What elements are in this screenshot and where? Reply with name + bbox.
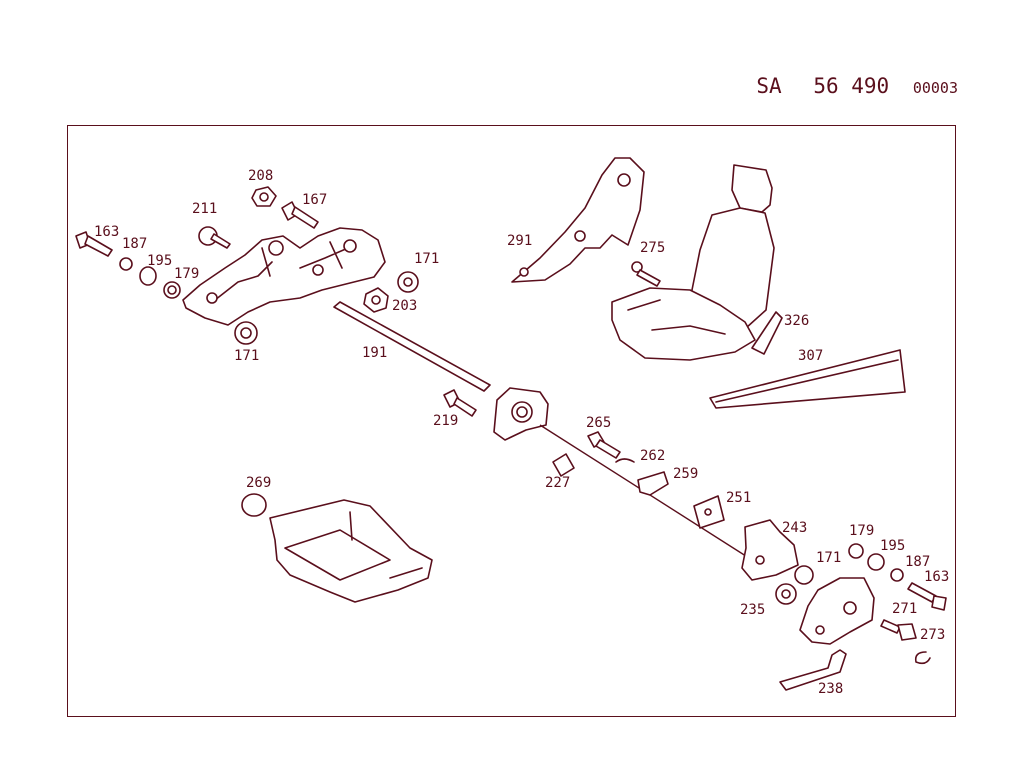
label-208: 208 <box>248 168 273 184</box>
label-203: 203 <box>392 298 417 314</box>
ring-179-left-hole <box>167 285 177 295</box>
diagram-frame <box>67 125 956 717</box>
label-163-left: 163 <box>94 224 119 240</box>
sheet-number: 00003 <box>912 79 958 97</box>
label-187-right: 187 <box>905 554 930 570</box>
bumper-269 <box>241 493 267 517</box>
bolt-271 <box>880 619 917 641</box>
clip-262 <box>615 458 635 463</box>
label-227: 227 <box>545 475 570 491</box>
bolt-163-left <box>75 231 113 257</box>
label-171-lower: 171 <box>234 348 259 364</box>
bracket-259 <box>637 471 669 496</box>
label-262: 262 <box>640 448 665 464</box>
nut-208 <box>251 186 277 207</box>
label-191: 191 <box>362 345 387 361</box>
ring-179-right <box>848 543 864 559</box>
label-243: 243 <box>782 520 807 536</box>
label-291: 291 <box>507 233 532 249</box>
washer-187-right <box>890 568 904 582</box>
plate-251 <box>693 495 725 529</box>
label-271: 271 <box>892 601 917 617</box>
left-adjuster-housing <box>182 227 386 326</box>
label-195-left: 195 <box>147 253 172 269</box>
label-307: 307 <box>798 348 823 364</box>
bolt-265 <box>587 431 621 459</box>
reference-prefix: SA <box>756 74 782 98</box>
seat <box>611 164 775 361</box>
label-167: 167 <box>302 192 327 208</box>
label-251: 251 <box>726 490 751 506</box>
label-187-left: 187 <box>122 236 147 252</box>
stud-167 <box>281 201 319 229</box>
nut-203 <box>363 287 389 313</box>
label-171-upper: 171 <box>414 251 439 267</box>
torsion-shaft-191 <box>333 301 491 392</box>
clip-273 <box>914 651 931 665</box>
seat-side-cover-291 <box>511 157 645 283</box>
screw-275 <box>631 261 661 287</box>
bushing-195-left <box>139 266 157 286</box>
label-179-right: 179 <box>849 523 874 539</box>
gear-171-upper <box>397 271 419 293</box>
right-adjuster-housing <box>799 577 875 645</box>
gear-211 <box>198 226 231 249</box>
center-bracket <box>493 387 549 441</box>
storage-tray <box>269 499 433 603</box>
label-265: 265 <box>586 415 611 431</box>
label-235: 235 <box>740 602 765 618</box>
bushing-195-right <box>867 553 885 571</box>
bolt-163-right <box>907 582 947 611</box>
label-275: 275 <box>640 240 665 256</box>
label-171-right: 171 <box>816 550 841 566</box>
gear-171-lower <box>234 321 258 345</box>
label-163-right: 163 <box>924 569 949 585</box>
label-269: 269 <box>246 475 271 491</box>
label-259: 259 <box>673 466 698 482</box>
bolt-219 <box>443 389 477 417</box>
gear-171-right <box>794 565 814 585</box>
gear-235 <box>775 583 797 605</box>
label-179-left: 179 <box>174 266 199 282</box>
diagram-reference: SA 56 490 00003 <box>756 74 958 98</box>
mounting-plate-243 <box>741 519 799 581</box>
label-219: 219 <box>433 413 458 429</box>
label-326: 326 <box>784 313 809 329</box>
bushing-227 <box>552 453 575 477</box>
side-panel-307 <box>709 349 906 409</box>
label-195-right: 195 <box>880 538 905 554</box>
label-273: 273 <box>920 627 945 643</box>
label-211: 211 <box>192 201 217 217</box>
lever-238 <box>779 649 847 691</box>
trim-326 <box>751 311 783 355</box>
washer-187-left <box>119 257 133 271</box>
reference-number: 56 490 <box>813 74 890 98</box>
label-238: 238 <box>818 681 843 697</box>
